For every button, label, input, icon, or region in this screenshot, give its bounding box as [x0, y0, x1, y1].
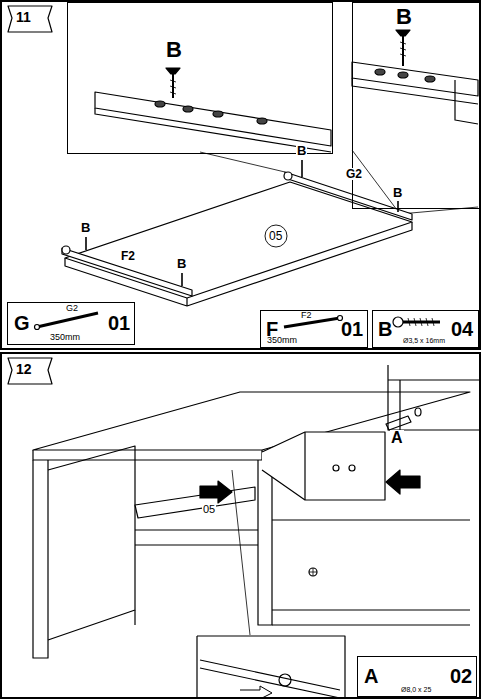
- callout-label: B: [296, 144, 307, 157]
- part-box: FF2350mm01: [260, 310, 368, 348]
- part-label: 01: [108, 313, 130, 333]
- part-label: G: [14, 313, 30, 333]
- part-label: 01: [341, 319, 363, 339]
- part-box: G G2 01 350mm: [7, 302, 135, 345]
- part-label: Ø8,0 x 25: [401, 686, 431, 693]
- part-label: B: [396, 6, 412, 28]
- callout-label: A: [390, 430, 404, 446]
- part-label: B: [166, 39, 182, 61]
- part-label: 04: [451, 319, 473, 339]
- step-number: 11: [16, 10, 31, 24]
- callout-label: G2: [345, 168, 363, 180]
- zoom-box: B: [67, 2, 333, 154]
- step-panel: 11BBGG201350mmFF2350mm01B04Ø3,5 x 16mm: [0, 0, 481, 350]
- part-label: Ø3,5 x 16mm: [403, 337, 445, 344]
- callout-label: 05: [202, 504, 216, 515]
- part-box: B 04Ø3,5 x 16mm: [372, 310, 479, 348]
- zoom-box: B: [352, 2, 481, 209]
- part-label: A: [364, 666, 378, 686]
- step-number: 12: [16, 362, 32, 376]
- callout-label: B: [176, 257, 187, 270]
- part-label: B: [378, 319, 392, 339]
- part-box: A 02Ø8,0 x 25: [357, 656, 477, 697]
- part-label: F2: [301, 311, 312, 320]
- part-label: 350mm: [267, 336, 297, 345]
- part-label: G2: [66, 304, 78, 313]
- part-label: 02: [450, 666, 472, 686]
- callout-label: F2: [120, 250, 136, 262]
- step-panel: 12A 02Ø8,0 x 25: [0, 352, 481, 699]
- callout-label: B: [392, 186, 403, 199]
- part-label: 350mm: [50, 333, 80, 342]
- callout-label: 05: [268, 230, 283, 242]
- callout-label: B: [80, 221, 91, 234]
